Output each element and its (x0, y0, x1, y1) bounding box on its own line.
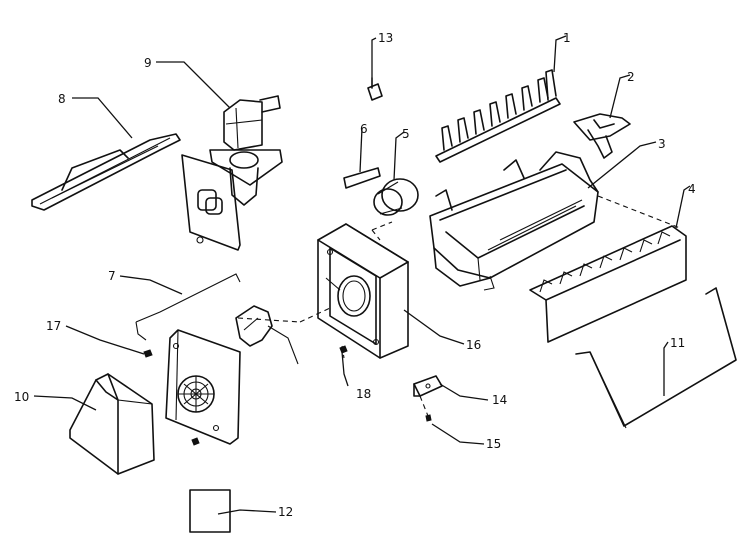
part-ice-mold (429, 151, 599, 291)
callout-15: 15 (486, 437, 501, 451)
callout-9: 9 (144, 56, 152, 70)
leader-lines (33, 35, 691, 515)
part-shield (343, 167, 381, 189)
callout-1: 1 (563, 31, 571, 45)
part-clip (367, 77, 383, 101)
callout-6: 6 (360, 122, 368, 136)
part-wire-harness (31, 133, 181, 211)
callout-14: 14 (492, 393, 507, 407)
part-screws (143, 345, 432, 446)
part-bracket (413, 375, 443, 397)
part-label (189, 489, 231, 533)
callout-16: 16 (466, 338, 481, 352)
callout-11: 11 (670, 336, 685, 350)
part-wire (135, 273, 241, 341)
callout-3: 3 (658, 137, 666, 151)
callout-7: 7 (108, 269, 116, 283)
part-water-valve (181, 95, 283, 251)
part-module (165, 305, 299, 445)
part-lever (573, 113, 631, 159)
callout-4: 4 (688, 182, 696, 196)
part-cover (69, 373, 155, 475)
callout-5: 5 (402, 127, 410, 141)
callout-10: 10 (14, 390, 29, 404)
assembly-lines (237, 195, 681, 417)
callout-labels: 1 2 3 4 5 6 7 8 9 10 11 12 13 14 15 16 1… (14, 31, 696, 519)
callout-2: 2 (627, 70, 635, 84)
part-ejector (435, 69, 561, 163)
callout-8: 8 (58, 92, 66, 106)
part-shutoff-arm (575, 287, 737, 429)
callout-17: 17 (46, 319, 61, 333)
callout-18: 18 (356, 387, 371, 401)
callout-13: 13 (378, 31, 393, 45)
part-front-cover (529, 225, 687, 343)
part-motor (373, 178, 419, 216)
callout-12: 12 (278, 505, 293, 519)
part-housing (317, 223, 409, 359)
